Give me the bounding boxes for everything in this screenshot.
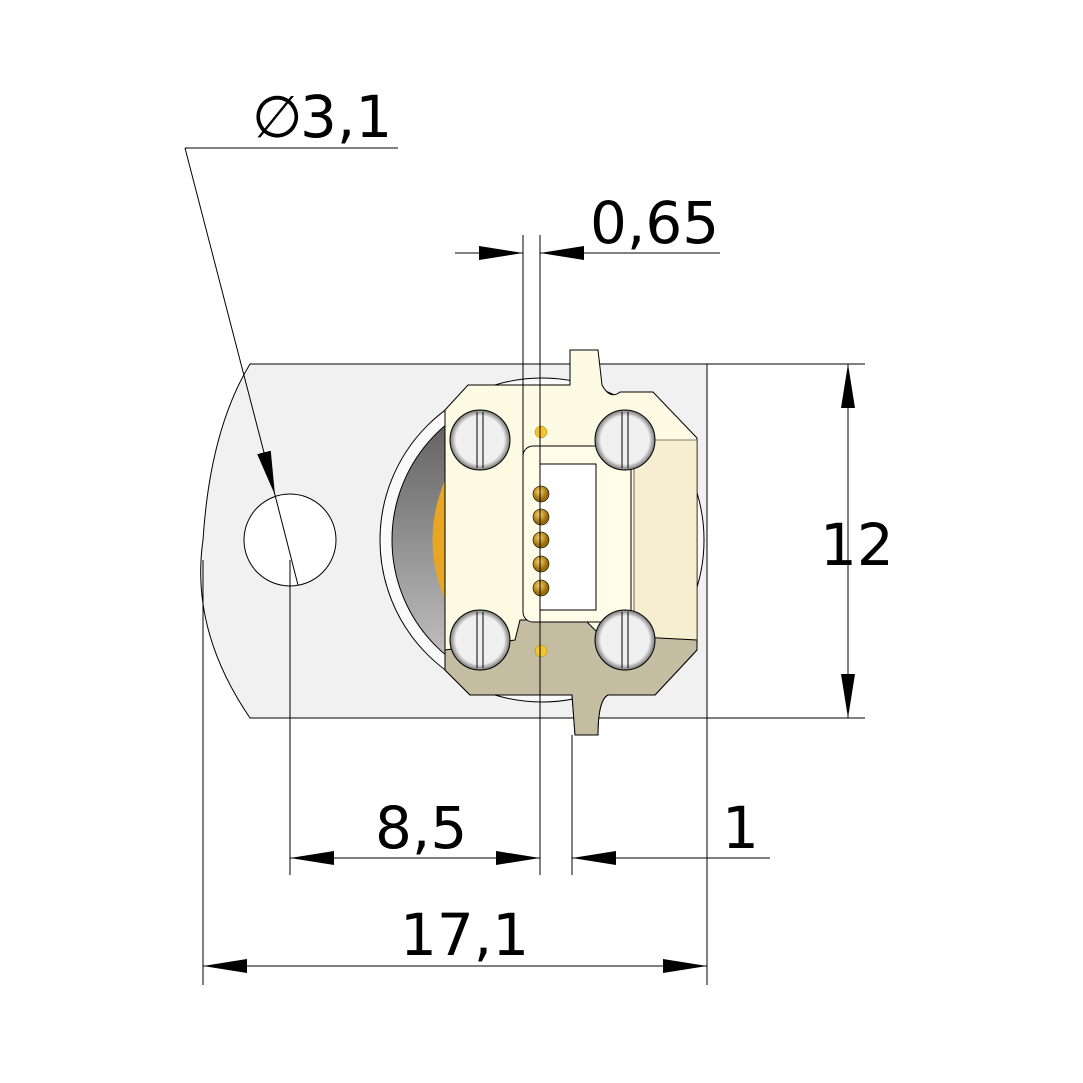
dim-pin-to-edge: 1 [722,794,759,862]
dim-hole-diameter: 3,1 [300,83,392,151]
screw-icon [449,609,511,671]
dim-total-width: 17,1 [400,901,529,969]
screw-icon [594,409,656,471]
dim-height: 12 [820,511,894,579]
diameter-symbol: ∅ [252,83,303,151]
contact-pins [532,485,550,597]
screw-icon [594,609,656,671]
screw-icon [449,409,511,471]
connector-body [444,349,698,736]
dim-pin-pitch: 0,65 [590,189,719,257]
dim-hole-to-pin: 8,5 [375,794,467,862]
